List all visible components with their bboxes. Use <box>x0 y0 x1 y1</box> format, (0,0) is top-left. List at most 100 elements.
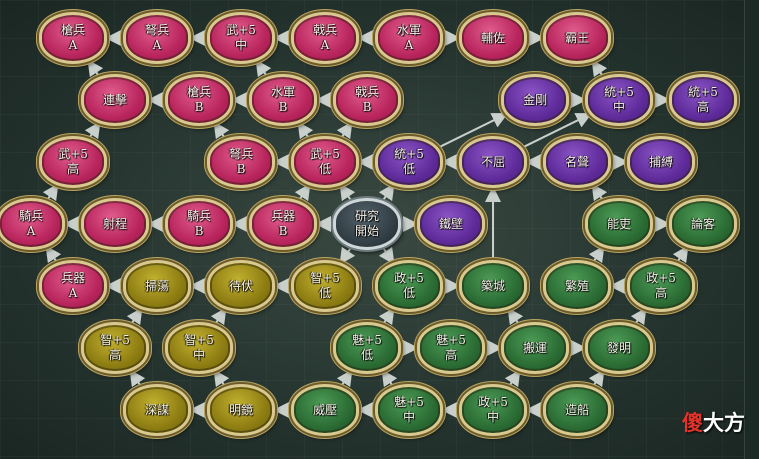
skill-node[interactable]: 射程 <box>81 198 149 250</box>
skill-node-label: 築城 <box>480 278 505 293</box>
arrow-n8-n1 <box>87 59 104 78</box>
arrow-n17-n11 <box>336 121 353 140</box>
skill-node[interactable]: 金剛 <box>501 74 569 126</box>
skill-node-label: 輔佐 <box>480 30 505 45</box>
skill-node[interactable]: 搬運 <box>501 322 569 374</box>
skill-node-label: 弩兵 <box>144 23 169 37</box>
skill-node[interactable]: 威壓 <box>291 384 359 436</box>
skill-node[interactable]: 輔佐 <box>459 12 527 64</box>
skill-node-level: 低 <box>402 286 415 300</box>
skill-node-label: 名聲 <box>564 154 589 169</box>
skill-node[interactable]: 待伏 <box>207 260 275 312</box>
skill-node[interactable]: 造船 <box>543 384 611 436</box>
skill-node[interactable]: 築城 <box>459 260 527 312</box>
skill-node[interactable]: 繁殖 <box>543 260 611 312</box>
skill-node-level: B <box>194 100 204 114</box>
skill-node-label: 魅+5 <box>436 333 466 347</box>
skill-node[interactable]: 能吏 <box>585 198 653 250</box>
skill-node-level: A <box>68 286 78 300</box>
skill-node-label: 武+5 <box>226 23 256 37</box>
skill-node[interactable]: 明鏡 <box>207 384 275 436</box>
skill-node-level: A <box>26 224 36 238</box>
skill-node-label: 統+5 <box>604 85 634 99</box>
skill-node-label: 明鏡 <box>228 402 253 417</box>
skill-node[interactable]: 深謀 <box>123 384 191 436</box>
skill-node-label: 不屈 <box>480 154 505 169</box>
arrow-n28-n20 <box>591 183 608 202</box>
skill-node-level: A <box>68 38 78 52</box>
arrow-n26-n34 <box>378 246 395 265</box>
arrow-n16-n9 <box>213 121 230 140</box>
skill-node-level: B <box>362 100 372 114</box>
skill-node-level: A <box>320 38 330 52</box>
arrow-n26-n17 <box>339 183 356 202</box>
skill-node[interactable]: 名聲 <box>543 136 611 188</box>
skill-node[interactable]: 鐵壁 <box>417 198 485 250</box>
skill-node-level: 低 <box>318 162 331 176</box>
arrow-n43-n37 <box>630 307 647 326</box>
arrow-n30-n22 <box>45 245 62 264</box>
skill-node-label: 發明 <box>606 340 631 355</box>
skill-node-level: 中 <box>192 348 205 362</box>
arrow-n42-n35 <box>507 307 524 326</box>
skill-node[interactable]: 捕縛 <box>627 136 695 188</box>
skill-node[interactable]: 霸王 <box>543 12 611 64</box>
skill-node[interactable]: 掃蕩 <box>123 260 191 312</box>
arrow-n17-n10 <box>297 121 314 140</box>
skill-node-label: 威壓 <box>312 402 337 417</box>
skill-node-label: 鐵壁 <box>438 216 463 231</box>
skill-node-label: 水軍 <box>270 85 295 99</box>
right-edge-strip <box>744 0 759 459</box>
skill-node-level: 中 <box>486 410 499 424</box>
skill-node-label: 待伏 <box>228 278 253 293</box>
arrow-n38-n31 <box>126 307 143 326</box>
skill-node[interactable]: 不屈 <box>459 136 527 188</box>
skill-node-level: 高 <box>66 162 79 176</box>
arrow-n44-n38 <box>129 369 146 388</box>
skill-node[interactable]: 連擊 <box>81 74 149 126</box>
skill-node-label: 金剛 <box>522 92 547 107</box>
research-start-node[interactable]: 研究開始 <box>333 198 401 250</box>
arrow-n25-n17 <box>294 183 311 202</box>
skill-node-level: B <box>194 224 204 238</box>
skill-node-label: 射程 <box>102 216 127 231</box>
skill-node[interactable]: 論客 <box>669 198 737 250</box>
skill-node-level: B <box>236 162 246 176</box>
skill-node-label: 兵器 <box>60 271 85 285</box>
arrow-n45-n39 <box>213 369 230 388</box>
skill-node-label: 能吏 <box>606 216 631 231</box>
skill-node[interactable]: 發明 <box>585 322 653 374</box>
skill-node-label: 掃蕩 <box>144 278 169 293</box>
skill-node-level: 低 <box>402 162 415 176</box>
arrow-n47-n40 <box>381 369 398 388</box>
